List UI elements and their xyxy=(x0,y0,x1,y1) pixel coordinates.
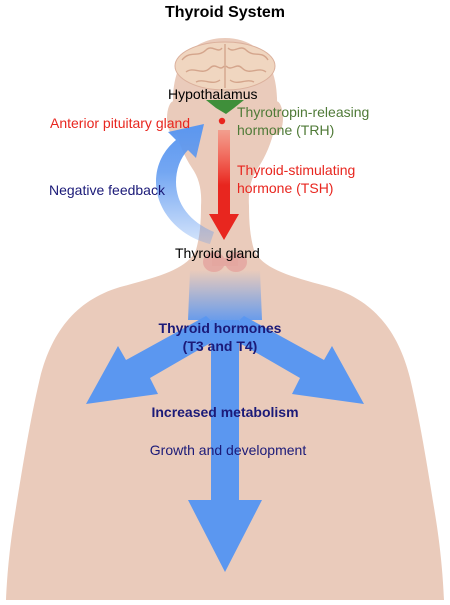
neck-glow xyxy=(188,270,262,320)
pituitary-dot xyxy=(218,117,226,125)
right-ear xyxy=(269,101,283,135)
thyroid-gland-label: Thyroid gland xyxy=(175,245,260,261)
tsh-line-2: hormone (TSH) xyxy=(237,180,334,197)
diagram-title: Thyroid System xyxy=(164,4,286,21)
left-ear xyxy=(167,101,181,135)
increased-metabolism-label: Increased metabolism xyxy=(151,404,299,420)
negative-feedback-label: Negative feedback xyxy=(49,182,165,198)
thyroid-hormones-line-1: Thyroid hormones xyxy=(158,320,282,336)
growth-development-label: Growth and development xyxy=(149,442,307,458)
hypothalamus-shape xyxy=(206,100,244,114)
brain-illustration xyxy=(174,41,276,91)
trh-line-2: hormone (TRH) xyxy=(237,122,335,139)
tsh-label: Thyroid-stimulating hormone (TSH) xyxy=(237,161,355,197)
trh-line-1: Thyrotropin-releasing xyxy=(237,104,370,120)
thyroid-gland-shape xyxy=(203,252,247,272)
trh-label: Thyrotropin-releasing hormone (TRH) xyxy=(237,103,369,139)
tsh-arrow xyxy=(209,130,239,240)
thyroid-hormones-label: Thyroid hormones (T3 and T4) xyxy=(100,319,340,355)
tsh-line-1: Thyroid-stimulating xyxy=(237,162,356,178)
anterior-pituitary-label: Anterior pituitary gland xyxy=(50,115,191,131)
hypothalamus-label: Hypothalamus xyxy=(168,86,258,102)
negative-feedback-arrow xyxy=(156,124,214,244)
thyroid-hormone-arrows xyxy=(86,316,364,572)
thyroid-hormones-line-2: (T3 and T4) xyxy=(182,338,258,355)
